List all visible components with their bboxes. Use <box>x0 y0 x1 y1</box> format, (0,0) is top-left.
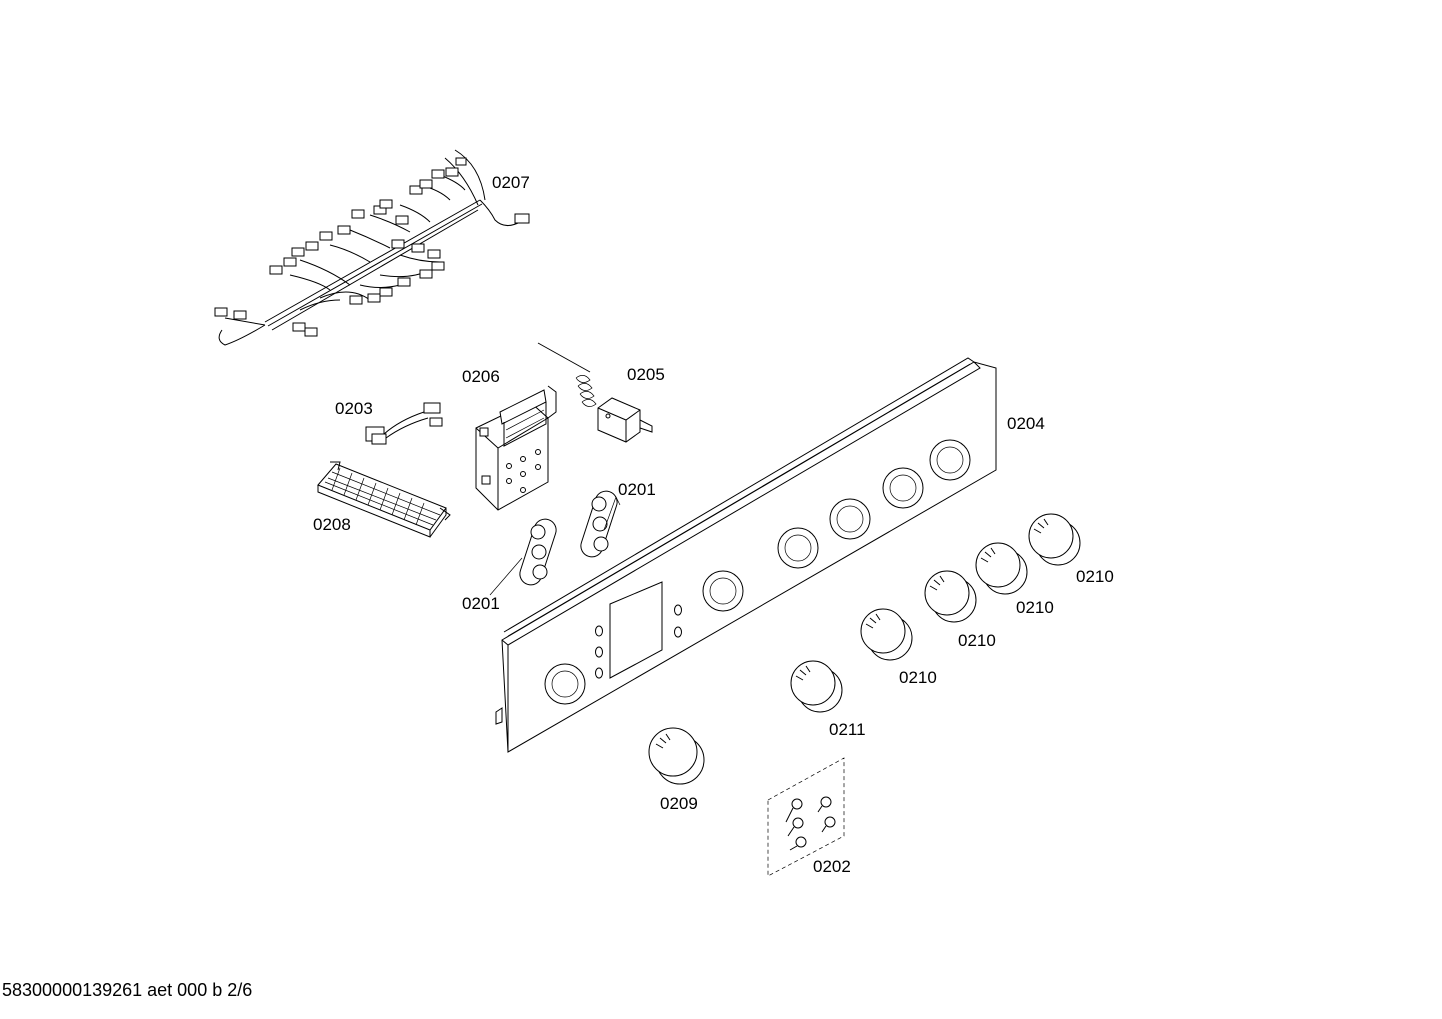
panel-knob-seat <box>882 467 924 509</box>
panel-knob-seat <box>777 527 819 569</box>
wiring-harness-0207 <box>214 149 530 346</box>
panel-knob-seat <box>702 570 744 612</box>
screw <box>789 836 807 851</box>
knob-0211 <box>790 660 843 713</box>
label-0211: 0211 <box>829 720 866 739</box>
document-footer: 58300000139261 aet 000 b 2/6 <box>2 980 253 1000</box>
timer-module-0206 <box>475 385 557 511</box>
label-0209: 0209 <box>660 794 698 813</box>
label-0208: 0208 <box>313 515 351 534</box>
leader-lines <box>489 496 621 596</box>
thermostat-0205 <box>537 342 653 443</box>
knob-0210-2 <box>924 570 977 623</box>
terminal-block-0208 <box>317 461 451 538</box>
screw <box>821 816 836 833</box>
label-0210-3: 0210 <box>1016 598 1054 617</box>
label-0202: 0202 <box>813 857 851 876</box>
screw <box>787 817 804 837</box>
screw <box>785 798 803 823</box>
control-clip-0201-right <box>580 490 618 558</box>
panel-knob-seat <box>544 663 586 705</box>
control-clip-0201-left <box>519 518 557 586</box>
label-0203: 0203 <box>335 399 373 418</box>
knob-0209 <box>648 727 705 785</box>
label-0206: 0206 <box>462 367 500 386</box>
screw <box>817 796 832 813</box>
control-panel-0204 <box>495 357 997 753</box>
screw-set-0202 <box>767 757 845 877</box>
panel-knob-seat <box>929 439 971 481</box>
label-0204: 0204 <box>1007 414 1045 433</box>
label-0210-4: 0210 <box>1076 567 1114 586</box>
knob-0210-4 <box>1028 513 1081 566</box>
label-0210-1: 0210 <box>899 668 937 687</box>
cable-connector-0203 <box>365 402 443 445</box>
label-0207: 0207 <box>492 173 530 192</box>
label-0201-left: 0201 <box>462 594 500 613</box>
label-0210-2: 0210 <box>958 631 996 650</box>
panel-knob-seat <box>829 498 871 540</box>
label-0205: 0205 <box>627 365 665 384</box>
knob-0210-1 <box>860 608 913 661</box>
knob-0210-3 <box>975 542 1028 595</box>
label-0201-right: 0201 <box>618 480 656 499</box>
